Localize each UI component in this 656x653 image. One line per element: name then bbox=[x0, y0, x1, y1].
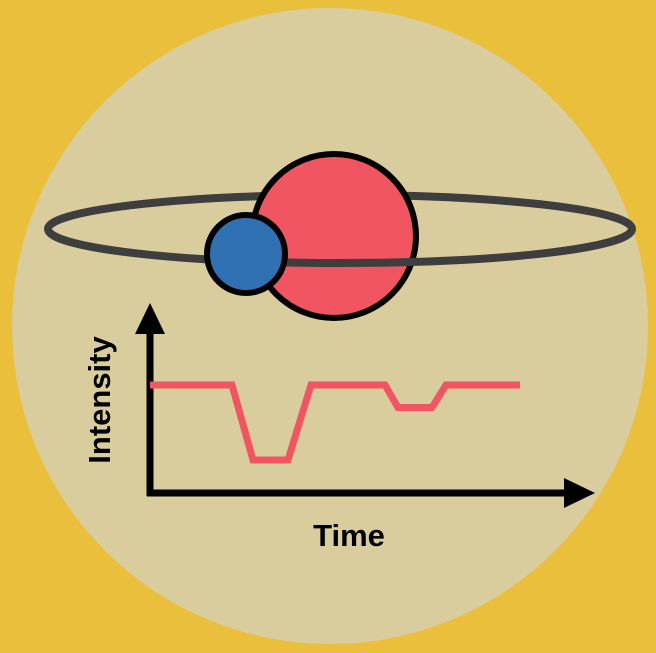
orbit-front-arc bbox=[44, 228, 636, 267]
y-axis-label: Intensity bbox=[82, 336, 117, 464]
light-curve-line bbox=[150, 381, 520, 464]
background-disc bbox=[12, 8, 648, 644]
x-axis-arrowhead bbox=[564, 478, 595, 508]
x-axis-label: Time bbox=[313, 518, 385, 553]
small-star bbox=[204, 212, 288, 296]
y-axis-arrowhead bbox=[135, 303, 165, 334]
